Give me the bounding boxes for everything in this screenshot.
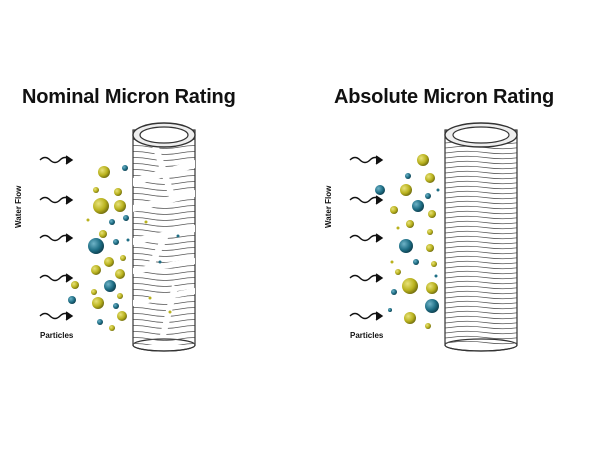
flow-arrow-icon [349,195,384,205]
filter-cartridge [444,122,518,352]
absolute-title: Absolute Micron Rating [334,86,555,108]
flow-arrow-icon [39,273,74,283]
absolute-panel: Absolute Micron Rating Water Flow Partic… [310,0,600,450]
particle-field [68,165,180,331]
flow-arrow-icon [39,195,74,205]
filter-cartridge [132,122,196,352]
nominal-diagram [39,122,196,352]
particles-label: Particles [350,331,384,340]
flow-arrow-icon [349,155,384,165]
flow-arrows [39,155,74,321]
nominal-panel: Nominal Micron Rating Water Flow Particl… [14,86,236,352]
particles-label: Particles [40,331,74,340]
nominal-title: Nominal Micron Rating [22,86,236,108]
particle-field [375,154,440,329]
flow-arrow-icon [349,311,384,321]
absolute-diagram [349,122,518,352]
flow-arrow-icon [349,233,384,243]
filter-gaps [133,138,195,336]
flow-arrows [349,155,384,321]
flow-arrow-icon [39,155,74,165]
flow-arrow-icon [349,273,384,283]
flow-arrow-icon [39,311,74,321]
flow-arrow-icon [39,233,74,243]
